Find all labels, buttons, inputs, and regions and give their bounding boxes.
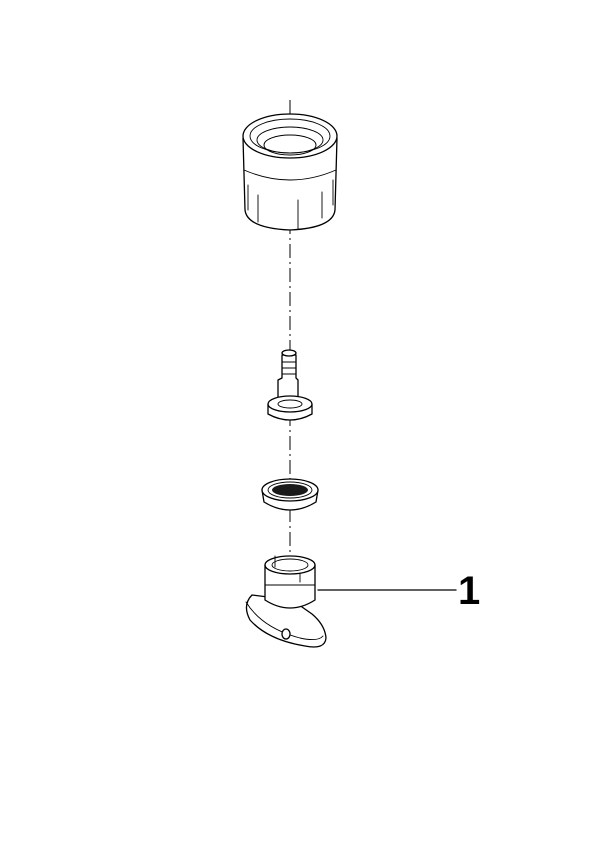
cap-nut-part bbox=[242, 113, 338, 231]
callout-number-1: 1 bbox=[458, 569, 480, 613]
filter-mesh-icon bbox=[272, 484, 308, 496]
stem-part bbox=[267, 349, 313, 421]
filter-disc-part bbox=[261, 478, 319, 511]
handle-lever-part bbox=[245, 555, 327, 648]
